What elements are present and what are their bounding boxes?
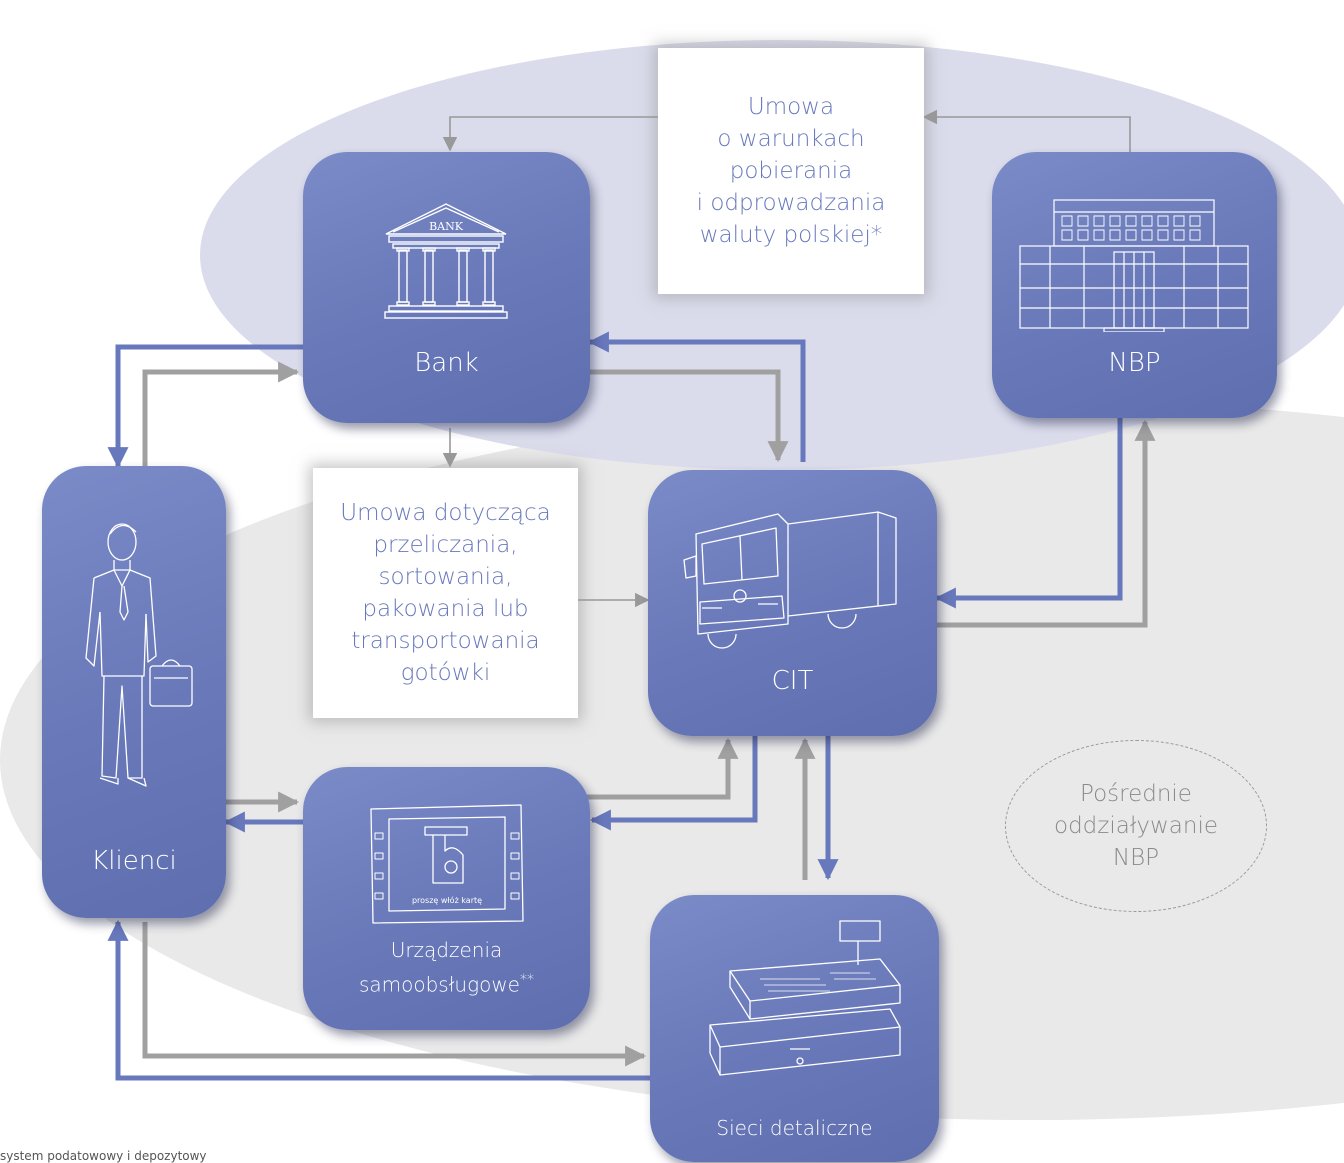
- doc-arrow-from-nbp: [922, 109, 1131, 158]
- indirect-influence-note: Pośrednie oddziaływanie NBP: [1005, 740, 1267, 912]
- retail-label: Sieci detaliczne: [716, 1116, 873, 1140]
- bank-sign-text: BANK: [429, 220, 464, 233]
- node-nbp: NBP: [992, 152, 1277, 418]
- node-cit: CIT: [648, 470, 937, 736]
- bank-label: Bank: [414, 348, 479, 378]
- node-klienci: Klienci: [42, 466, 226, 918]
- flow-retail-to-klienci: [107, 919, 650, 1081]
- node-bank: BANK Bank: [303, 152, 590, 423]
- businessman-icon: [85, 523, 193, 787]
- nbp-label: NBP: [1108, 348, 1161, 378]
- flow-cit-to-nbp: [937, 419, 1156, 628]
- flow-klienci-to-bank: [142, 361, 300, 466]
- cash-register-icon: [709, 920, 901, 1076]
- flow-nbp-to-cit: [934, 418, 1123, 609]
- footnote: system podatowowy i depozytowy: [0, 1149, 207, 1163]
- bank-building-icon: BANK: [384, 203, 508, 319]
- flow-cit-to-bank: [587, 331, 806, 462]
- agreement-nbp-bank-document: Umowa o warunkach pobierania i odprowadz…: [658, 48, 924, 294]
- node-retail: Sieci detaliczne: [650, 895, 939, 1162]
- atm-label-line2: samoobsługowe: [358, 972, 520, 997]
- agreement-bank-cit-document: Umowa dotycząca przeliczania, sortowania…: [313, 468, 578, 718]
- central-bank-building-icon: [1019, 199, 1249, 332]
- agreement-nbp-bank-text: Umowa o warunkach pobierania i odprowadz…: [696, 94, 886, 248]
- atm-label-footnote-mark: **: [520, 972, 534, 988]
- klienci-label: Klienci: [91, 846, 177, 876]
- flow-bank-to-klienci: [107, 344, 303, 469]
- cash-truck-icon: [683, 511, 897, 649]
- indirect-influence-text: Pośrednie oddziaływanie NBP: [1054, 781, 1218, 871]
- doc-arrow-to-bank: [442, 116, 658, 152]
- cit-label: CIT: [771, 666, 814, 696]
- atm-label: Urządzenia samoobsługowe**: [303, 935, 590, 1000]
- flow-cit-to-atm: [589, 736, 758, 831]
- atm-screen-text: proszę włóż kartę: [412, 895, 482, 905]
- node-atm: proszę włóż kartę Urządzenia samoobsługo…: [303, 767, 590, 1030]
- atm-screen-icon: proszę włóż kartę: [370, 804, 524, 924]
- flow-atm-to-cit: [580, 737, 739, 800]
- atm-label-line1: Urządzenia: [390, 938, 503, 962]
- flow-bank-to-cit: [590, 369, 789, 463]
- flow-klienci-to-retail: [142, 922, 647, 1067]
- agreement-bank-cit-text: Umowa dotycząca przeliczania, sortowania…: [340, 500, 551, 686]
